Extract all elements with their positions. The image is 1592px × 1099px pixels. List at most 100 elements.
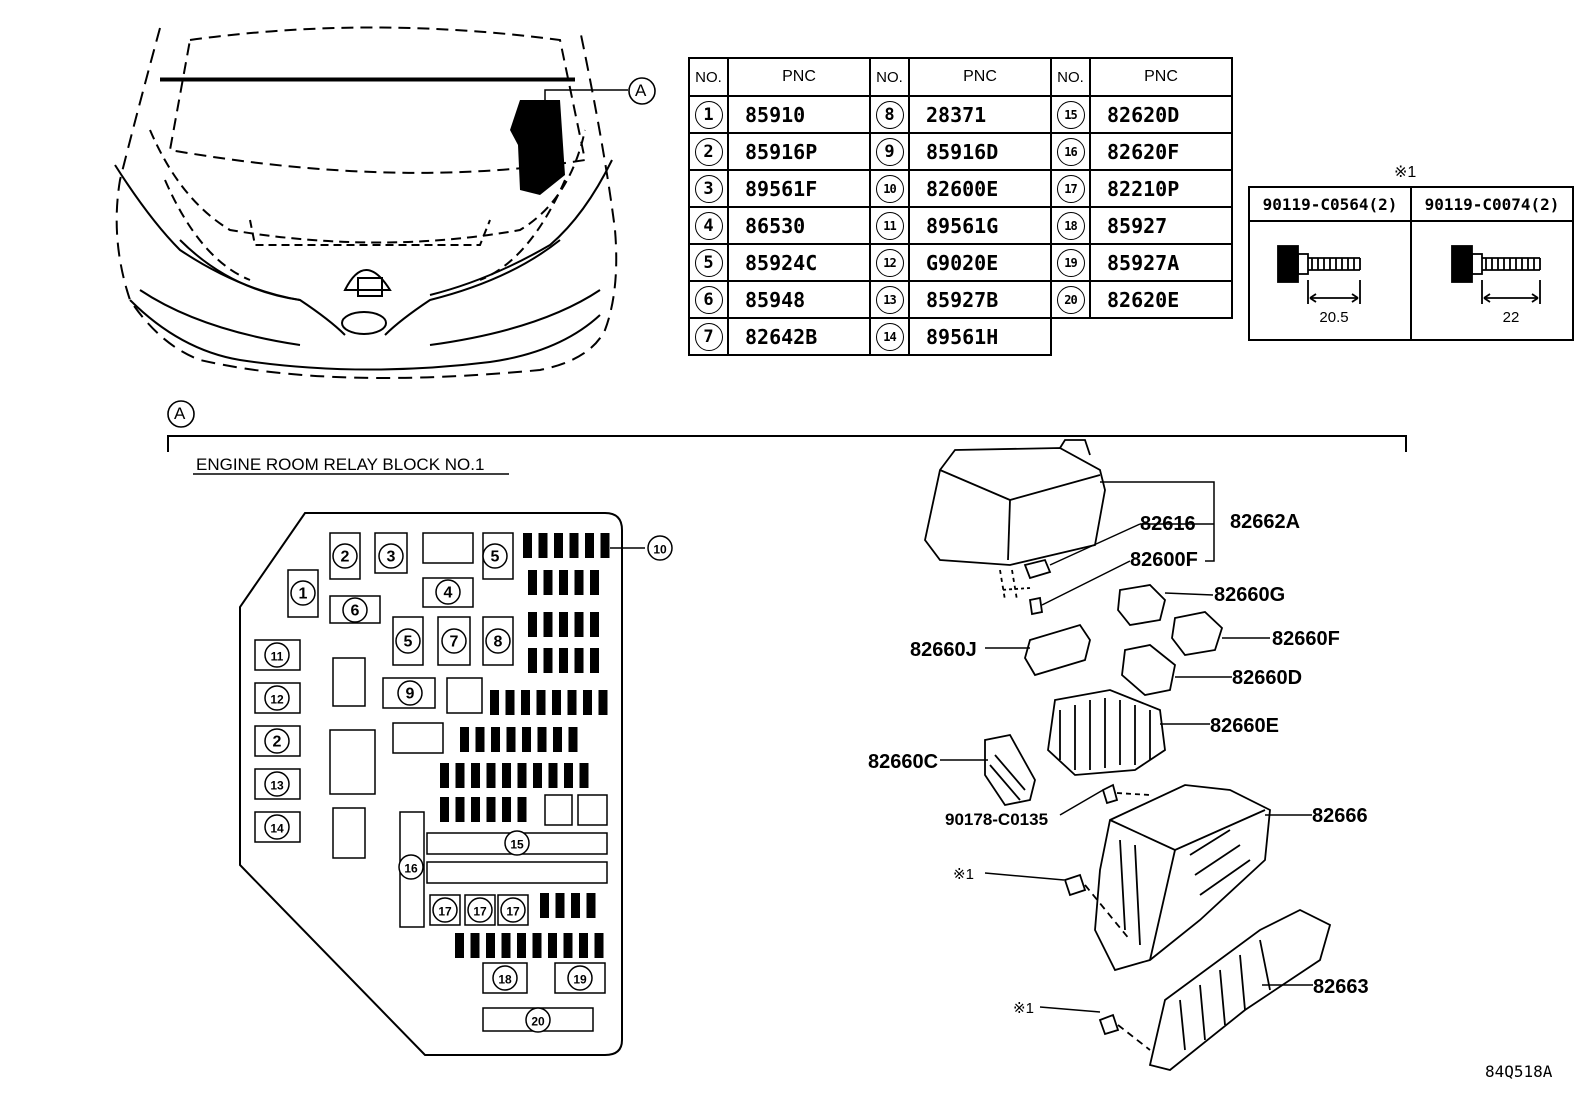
ref-number: 1 [694,100,723,129]
part-label-82660E: 82660E [1210,715,1279,737]
fuse [537,727,547,752]
relay-label-circle [435,579,461,605]
fuse [543,570,553,595]
ref-number: 6 [694,285,723,314]
relay-label-circle [441,628,467,654]
relay-label: 5 [404,634,413,651]
fuse [590,570,599,595]
figure-code: 84Q518A [1485,1062,1553,1081]
part-label-82660D: 82660D [1232,667,1302,689]
part-label-82662A: 82662A [1230,511,1300,533]
relay-label: 11 [271,650,284,664]
pnc-value: 82620E [1089,280,1233,319]
fuse [470,933,480,958]
fuse [559,612,568,637]
pnc-value: 82600E [908,169,1052,208]
fuse [455,763,465,788]
fuse [538,533,548,558]
ref-number: 3 [694,174,723,203]
relay-label: 14 [270,822,284,836]
fuse [567,690,577,715]
fuse [440,797,449,822]
relay-label-circle [378,543,404,569]
pnc-value: 89561G [908,206,1052,245]
fuse [555,893,565,918]
relay-label-circle [264,771,290,797]
relay-label: 4 [444,585,453,602]
fuse [533,763,542,788]
fuse [536,690,546,715]
fuse [569,533,579,558]
relay-label: 10 [653,543,667,557]
pnc-value: 28371 [908,95,1052,134]
ref-number: 10 [875,174,904,203]
bolt-part-number: 90119-C0074(2) [1410,186,1574,222]
fuse [574,612,584,637]
relay-label: 6 [351,603,360,620]
fuse [517,763,527,788]
relay-label: 2 [273,734,282,751]
fuse [559,648,568,673]
relay-label-circle [264,642,290,668]
pnc-value: 85910 [727,95,871,134]
fuse [585,533,594,558]
fuse [574,648,584,673]
ref-number: 14 [875,322,904,351]
fuse [491,727,500,752]
ref-number: 13 [875,285,904,314]
view-ref-label-section: A [174,404,186,423]
ref-number-cell: 20 [1050,280,1091,319]
fuse [559,570,568,595]
ref-number-cell: 9 [869,132,910,171]
fuse [502,763,511,788]
relay-label-circle [647,535,673,561]
relay-label: 19 [573,973,587,987]
pnc-value: 85927A [1089,243,1233,282]
fuse [579,763,589,788]
fuse [594,933,604,958]
pnc-value: 82620D [1089,95,1233,134]
ref-number: 15 [1056,100,1085,129]
relay-label: 16 [404,862,418,876]
fuse [528,612,537,637]
ref-number: 8 [875,100,904,129]
ref-number: 4 [694,211,723,240]
relay-label-circle [290,580,316,606]
relay-label-circle [567,965,593,991]
relay-label-circle [500,897,526,923]
section-title: ENGINE ROOM RELAY BLOCK NO.1 [196,455,485,474]
relay-label: 5 [491,549,500,566]
fuse [505,690,515,715]
fuse [552,690,561,715]
relay-label-circle [397,680,423,706]
ref-number: 9 [875,137,904,166]
fuse [517,797,527,822]
relay-label: 15 [510,838,524,852]
pnc-value: 85948 [727,280,871,319]
ref-number-cell: 13 [869,280,910,319]
fuse [563,933,573,958]
fuse [571,893,580,918]
relay-box-82660E [1047,689,1166,776]
relay-label: 12 [270,693,284,707]
ref-number: 7 [694,322,723,351]
relay-label-circle [504,830,530,856]
fuse [543,648,553,673]
ref-number-cell: 18 [1050,206,1091,245]
bolt-part-number: 90119-C0564(2) [1248,186,1412,222]
ref-number-cell: 11 [869,206,910,245]
fuse [522,727,531,752]
relay-label: 2 [341,549,350,566]
no-header: NO. [688,57,729,97]
part-label-82600F: 82600F [1130,549,1198,571]
fuse [543,612,553,637]
relay-block-cover [924,447,1106,566]
fuse [574,570,584,595]
part-label-82660F: 82660F [1272,628,1340,650]
